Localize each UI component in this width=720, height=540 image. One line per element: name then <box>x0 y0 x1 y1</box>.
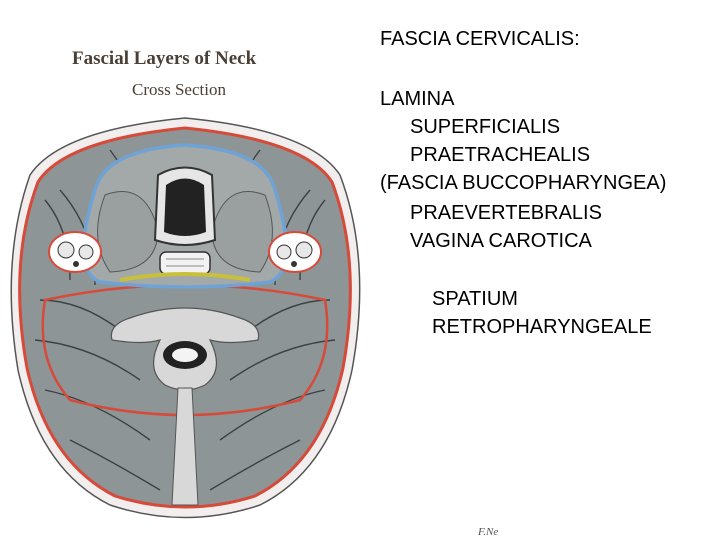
label-fascia-cervicalis: FASCIA CERVICALIS: <box>380 28 580 50</box>
thyroid-lobe-left <box>97 191 159 273</box>
esophagus <box>159 251 211 275</box>
carotid-sheath-right <box>268 231 322 273</box>
label-spatium: SPATIUM <box>432 288 518 310</box>
label-praevertebralis: PRAEVERTEBRALIS <box>410 202 602 224</box>
trachea-lumen <box>164 178 206 236</box>
buccopharyngeal-fascia <box>119 272 251 282</box>
figure-subtitle: Cross Section <box>132 80 226 99</box>
label-buccopharyngea: (FASCIA BUCCOPHARYNGEA) <box>380 172 667 194</box>
neck-anatomy-illustration <box>10 117 361 519</box>
label-vagina-carotica: VAGINA CAROTICA <box>410 230 592 252</box>
artist-signature: F.Ne <box>478 526 499 538</box>
carotid-sheath-left <box>48 231 102 273</box>
thyroid-lobe-right <box>211 191 273 273</box>
label-superficialis: SUPERFICIALIS <box>410 116 561 138</box>
spinous-process <box>171 387 199 506</box>
label-lamina: LAMINA <box>380 88 455 110</box>
figure-title: Fascial Layers of Neck <box>72 48 257 69</box>
neck-cross-section-figure: Fascial Layers of Neck Cross Section <box>10 48 498 538</box>
label-praetrachealis: PRAETRACHEALIS <box>410 144 591 166</box>
spinal-cord <box>172 348 198 362</box>
label-retropharyngeale: RETROPHARYNGEALE <box>432 316 652 338</box>
